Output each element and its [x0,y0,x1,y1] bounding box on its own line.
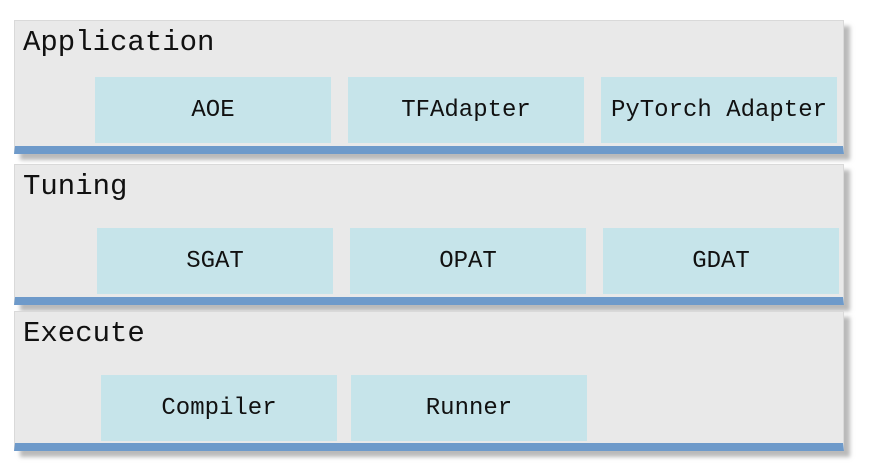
node-compiler: Compiler [101,375,337,441]
layer-application: Application AOE TFAdapter PyTorch Adapte… [14,20,844,154]
layer-application-boxes: AOE TFAdapter PyTorch Adapter [95,77,837,143]
node-opat: OPAT [350,228,586,294]
layer-execute-title: Execute [23,317,145,350]
node-runner: Runner [351,375,587,441]
layer-tuning-title: Tuning [23,170,128,203]
layer-application-title: Application [23,26,215,59]
layer-execute: Execute Compiler Runner [14,311,844,451]
layer-execute-boxes: Compiler Runner [101,375,587,441]
node-tfadapter: TFAdapter [348,77,584,143]
layer-tuning-boxes: SGAT OPAT GDAT [97,228,839,294]
node-gdat: GDAT [603,228,839,294]
node-pytorch-adapter: PyTorch Adapter [601,77,837,143]
node-aoe: AOE [95,77,331,143]
layer-tuning: Tuning SGAT OPAT GDAT [14,164,844,305]
node-sgat: SGAT [97,228,333,294]
